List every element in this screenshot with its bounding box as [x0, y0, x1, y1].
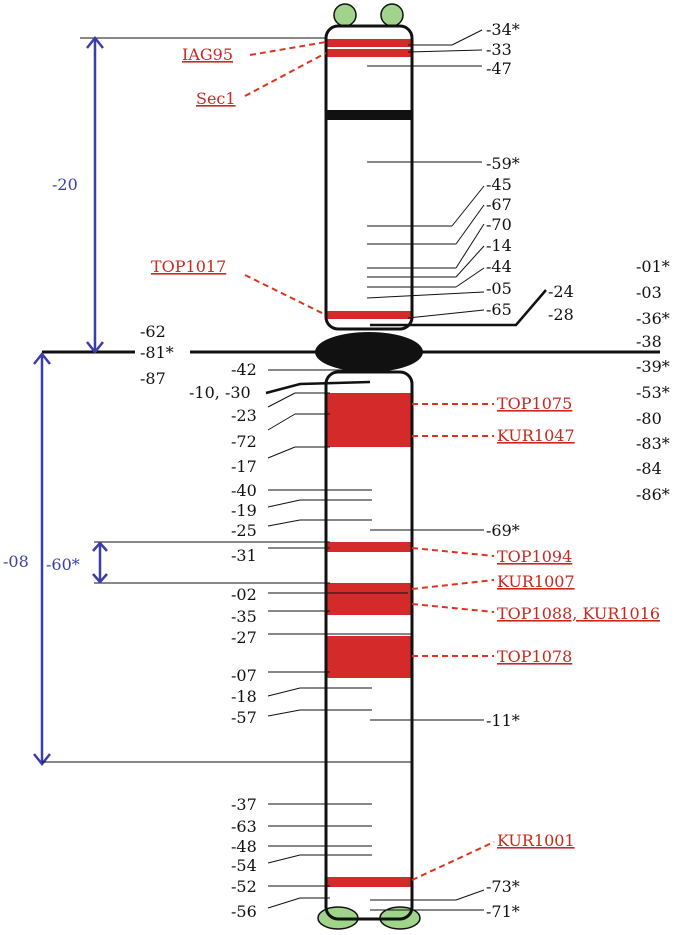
marker-label: -83* — [636, 434, 670, 453]
band-iag95 — [327, 39, 411, 47]
marker-label: -33 — [486, 40, 512, 59]
marker-label: -31 — [231, 546, 257, 565]
marker-label: -81* — [140, 343, 174, 362]
marker-label: -23 — [231, 406, 257, 425]
marker-label: -70 — [486, 215, 512, 234]
marker-label: -14 — [486, 236, 512, 255]
marker-label: -62 — [140, 322, 166, 341]
marker-label: -65 — [486, 300, 512, 319]
marker-label: -34* — [486, 20, 520, 39]
marker-label: -72 — [231, 432, 257, 451]
marker-label: -67 — [486, 195, 512, 214]
band-kur1001 — [327, 877, 411, 887]
band-top1017 — [327, 311, 411, 319]
marker-label: -42 — [231, 360, 257, 379]
marker-label: -80 — [636, 409, 662, 428]
gene-label: KUR1047 — [497, 426, 575, 445]
marker-label: -57 — [231, 708, 257, 727]
marker-label: -19 — [231, 501, 257, 520]
gene-label: TOP1094 — [497, 547, 572, 566]
marker-label: -69* — [486, 521, 520, 540]
interval-label-1: -20 — [52, 175, 78, 194]
gene-label: TOP1088, KUR1016 — [497, 604, 660, 623]
telomere-top-left — [333, 3, 357, 27]
interval-label-3: -60* — [46, 555, 80, 574]
marker-label: -01* — [636, 257, 670, 276]
lower-leaders — [265, 369, 485, 911]
marker-label: -54 — [231, 856, 257, 875]
marker-label: -73* — [486, 877, 520, 896]
marker-label: -28 — [548, 305, 574, 324]
marker-label: -27 — [231, 628, 257, 647]
marker-label: -84 — [636, 459, 662, 478]
marker-label: -11* — [486, 711, 520, 730]
band-kur1047 — [327, 415, 411, 447]
marker-label: -87 — [140, 369, 166, 388]
marker-label: -05 — [486, 279, 512, 298]
marker-label: -86* — [636, 485, 670, 504]
upper-arm-outline — [324, 24, 414, 331]
gene-label: TOP1075 — [497, 394, 572, 413]
marker-label: -36* — [636, 309, 670, 328]
marker-label: -02 — [231, 585, 257, 604]
marker-label: -52 — [231, 877, 257, 896]
marker-label: -17 — [231, 457, 257, 476]
marker-label: -39* — [636, 357, 670, 376]
band-top1078 — [327, 636, 411, 678]
marker-label: -63 — [231, 817, 257, 836]
marker-label: -71* — [486, 902, 520, 921]
gene-label: KUR1001 — [497, 831, 575, 850]
marker-label: -10, -30 — [189, 383, 251, 402]
band-black — [327, 110, 411, 120]
band-sec1 — [327, 49, 411, 57]
marker-label: -47 — [486, 59, 512, 78]
marker-label: -45 — [486, 175, 512, 194]
marker-label: -53* — [636, 383, 670, 402]
marker-label: -35 — [231, 607, 257, 626]
gene-label: IAG95 — [182, 45, 233, 64]
marker-label: -56 — [231, 902, 257, 921]
centromere — [315, 332, 423, 372]
upper-leaders — [366, 29, 547, 327]
interval-brackets — [33, 35, 412, 767]
marker-label: -38 — [636, 332, 662, 351]
marker-label: -07 — [231, 666, 257, 685]
marker-label: -48 — [231, 837, 257, 856]
telomere-top-right — [380, 3, 404, 27]
marker-label: -59* — [486, 154, 520, 173]
gene-label: TOP1017 — [151, 257, 226, 276]
marker-label: -40 — [231, 481, 257, 500]
band-top1094 — [327, 542, 411, 552]
band-kur1007 — [327, 583, 411, 615]
gene-label: TOP1078 — [497, 647, 572, 666]
marker-label: -25 — [231, 521, 257, 540]
gene-connectors — [244, 41, 495, 881]
marker-label: -44 — [486, 257, 512, 276]
marker-label: -24 — [548, 282, 574, 301]
marker-label: -18 — [231, 687, 257, 706]
band-top1075 — [327, 393, 411, 415]
marker-label: -03 — [636, 283, 662, 302]
marker-label: -37 — [231, 795, 257, 814]
gene-label: Sec1 — [196, 89, 236, 108]
gene-label: KUR1007 — [497, 572, 575, 591]
interval-label-2: -08 — [3, 552, 29, 571]
centromere-left-gap — [135, 342, 190, 362]
